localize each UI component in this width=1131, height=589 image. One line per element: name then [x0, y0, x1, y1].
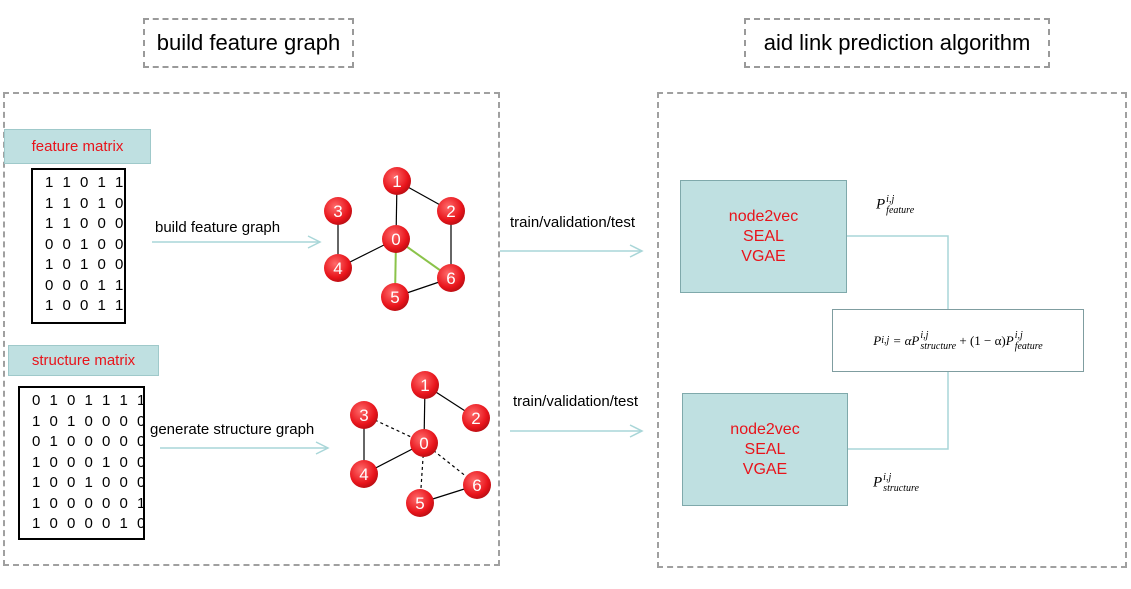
graph-node: 0 [382, 225, 410, 253]
node-label: 0 [391, 230, 400, 249]
graph-node: 3 [350, 401, 378, 429]
matrix-row: 0 0 0 1 1 [45, 276, 126, 294]
matrix-row: 1 0 0 1 1 [45, 297, 126, 314]
graph-node: 4 [350, 460, 378, 488]
matrix-row: 1 1 0 1 0 [45, 194, 126, 212]
matrix-row: 1 1 0 0 0 [45, 215, 126, 232]
title-text: build feature graph [156, 30, 341, 55]
algorithm-name: VGAE [741, 247, 786, 265]
arrow-feature-split [500, 244, 644, 258]
graph-node: 5 [406, 489, 434, 517]
structure-split-label: train/validation/test [513, 393, 639, 410]
graph-node: 3 [324, 197, 352, 225]
node-label: 5 [390, 288, 399, 307]
algorithm-name: node2vec [730, 420, 800, 438]
graph-node: 5 [381, 283, 409, 311]
node-label: 6 [472, 476, 481, 495]
algorithm-name: VGAE [742, 460, 788, 478]
algorithm-name: node2vec [728, 207, 799, 225]
feature-split-label: train/validation/test [510, 214, 636, 231]
arrow-generate-structure [160, 441, 330, 455]
node-label: 3 [359, 406, 368, 425]
matrix-row: 1 0 0 0 0 0 1 [32, 494, 148, 512]
feature-matrix-tag: feature matrix [4, 129, 151, 164]
graph-node: 2 [437, 197, 465, 225]
node-label: 1 [392, 172, 401, 191]
right-panel [657, 92, 1127, 568]
node-label: 2 [471, 409, 480, 428]
graph-node: 6 [437, 264, 465, 292]
node-label: 6 [446, 269, 455, 288]
graph-node: 2 [462, 404, 490, 432]
structure-matrix: 0 1 0 1 1 1 1 1 0 1 0 0 0 0 0 1 0 0 0 0 … [18, 386, 145, 540]
algorithm-box-structure: node2vec SEAL VGAE [682, 393, 848, 506]
arrow-build-feature [152, 235, 322, 249]
node-label: 4 [333, 259, 342, 278]
graph-node: 1 [383, 167, 411, 195]
algorithm-box-feature: node2vec SEAL VGAE [680, 180, 847, 293]
feature-graph-nodes: 0 1 2 3 4 5 6 [324, 167, 465, 311]
matrix-row: 1 0 0 0 0 1 0 [32, 515, 148, 532]
title-text: aid link prediction algorithm [763, 30, 1031, 55]
matrix-row: 0 0 1 0 0 [45, 235, 126, 253]
node-label: 3 [333, 202, 342, 221]
matrix-row: 0 1 0 0 0 0 0 [32, 433, 148, 450]
feature-matrix: 1 1 0 1 1 1 1 0 1 0 1 1 0 0 0 0 0 1 0 0 … [31, 168, 126, 324]
matrix-row: 1 0 1 0 0 [45, 256, 126, 273]
arrow-structure-split [510, 424, 644, 438]
matrix-row: 1 0 0 1 0 0 0 [32, 474, 148, 491]
node-label: 1 [420, 376, 429, 395]
node-label: 0 [419, 434, 428, 453]
node-label: 5 [415, 494, 424, 513]
node-label: 2 [446, 202, 455, 221]
matrix-row: 1 1 0 1 1 [45, 174, 126, 191]
node-label: 4 [359, 465, 368, 484]
structure-graph-nodes: 0 1 2 3 4 5 6 [350, 371, 491, 517]
title-aid-link-prediction: aid link prediction algorithm [744, 18, 1050, 68]
graph-node: 1 [411, 371, 439, 399]
formula-connectors [847, 235, 949, 450]
build-feature-graph-label: build feature graph [155, 219, 281, 236]
matrix-row: 1 0 0 0 1 0 0 [32, 453, 148, 471]
algorithm-name: SEAL [744, 440, 786, 458]
matrix-row: 1 0 1 0 0 0 0 [32, 412, 148, 430]
left-panel [3, 92, 500, 566]
algorithm-name: SEAL [743, 227, 784, 245]
title-build-feature-graph: build feature graph [143, 18, 354, 68]
structure-matrix-tag: structure matrix [8, 345, 159, 376]
graph-node: 0 [410, 429, 438, 457]
generate-structure-graph-label: generate structure graph [150, 421, 315, 438]
graph-node: 6 [463, 471, 491, 499]
matrix-row: 0 1 0 1 1 1 1 [32, 392, 148, 409]
graph-node: 4 [324, 254, 352, 282]
